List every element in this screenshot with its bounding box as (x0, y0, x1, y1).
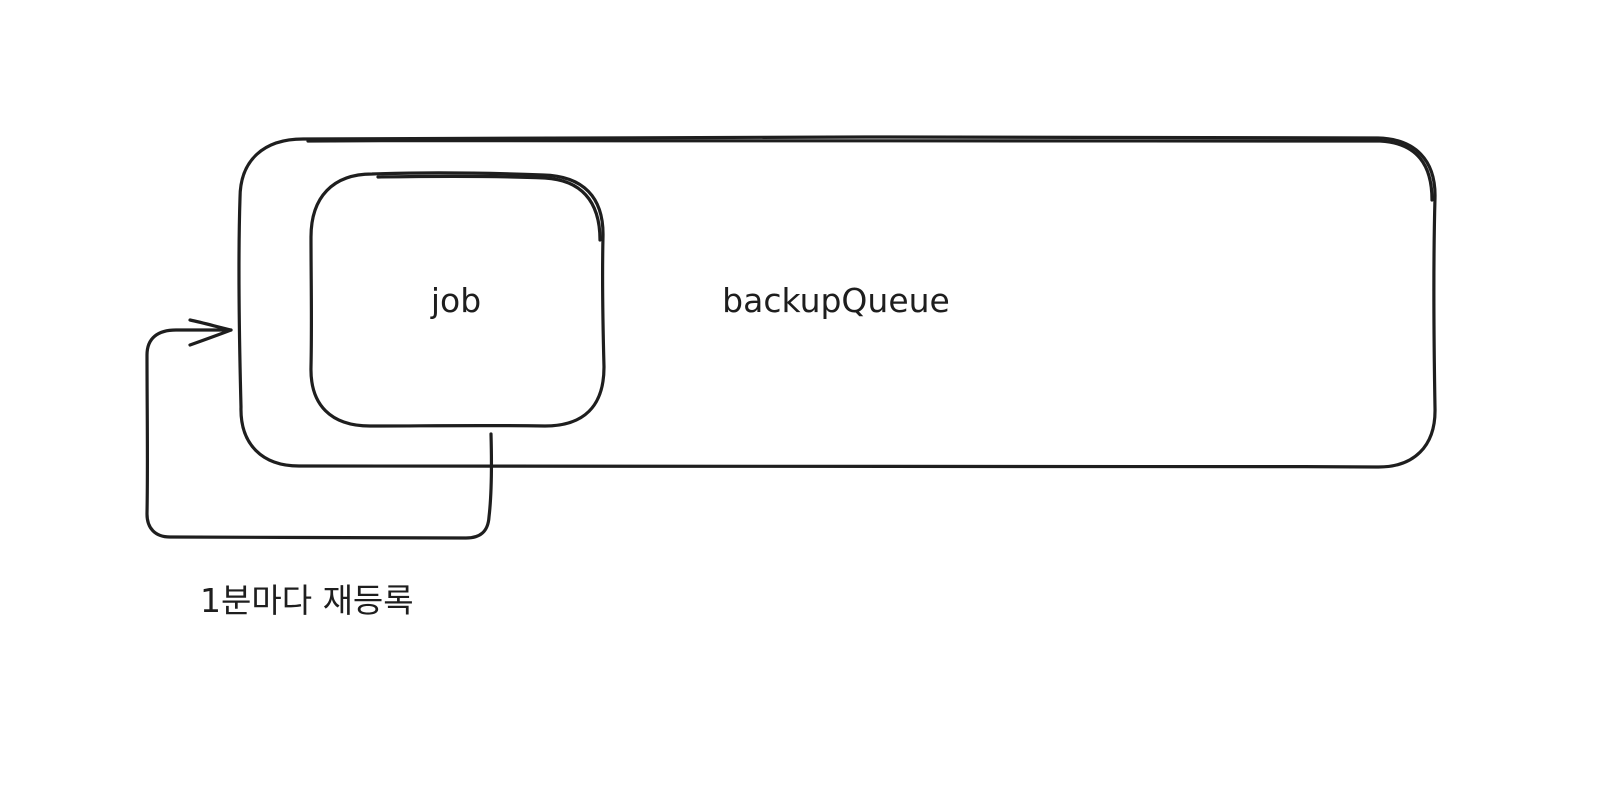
backup-queue-label: backupQueue (722, 281, 950, 320)
requeue-every-minute-label: 1분마다 재등록 (200, 581, 414, 620)
job-box (309, 171, 606, 428)
requeue-arrow (145, 318, 493, 540)
job-label: job (430, 281, 481, 320)
backup-queue-box (237, 135, 1437, 469)
